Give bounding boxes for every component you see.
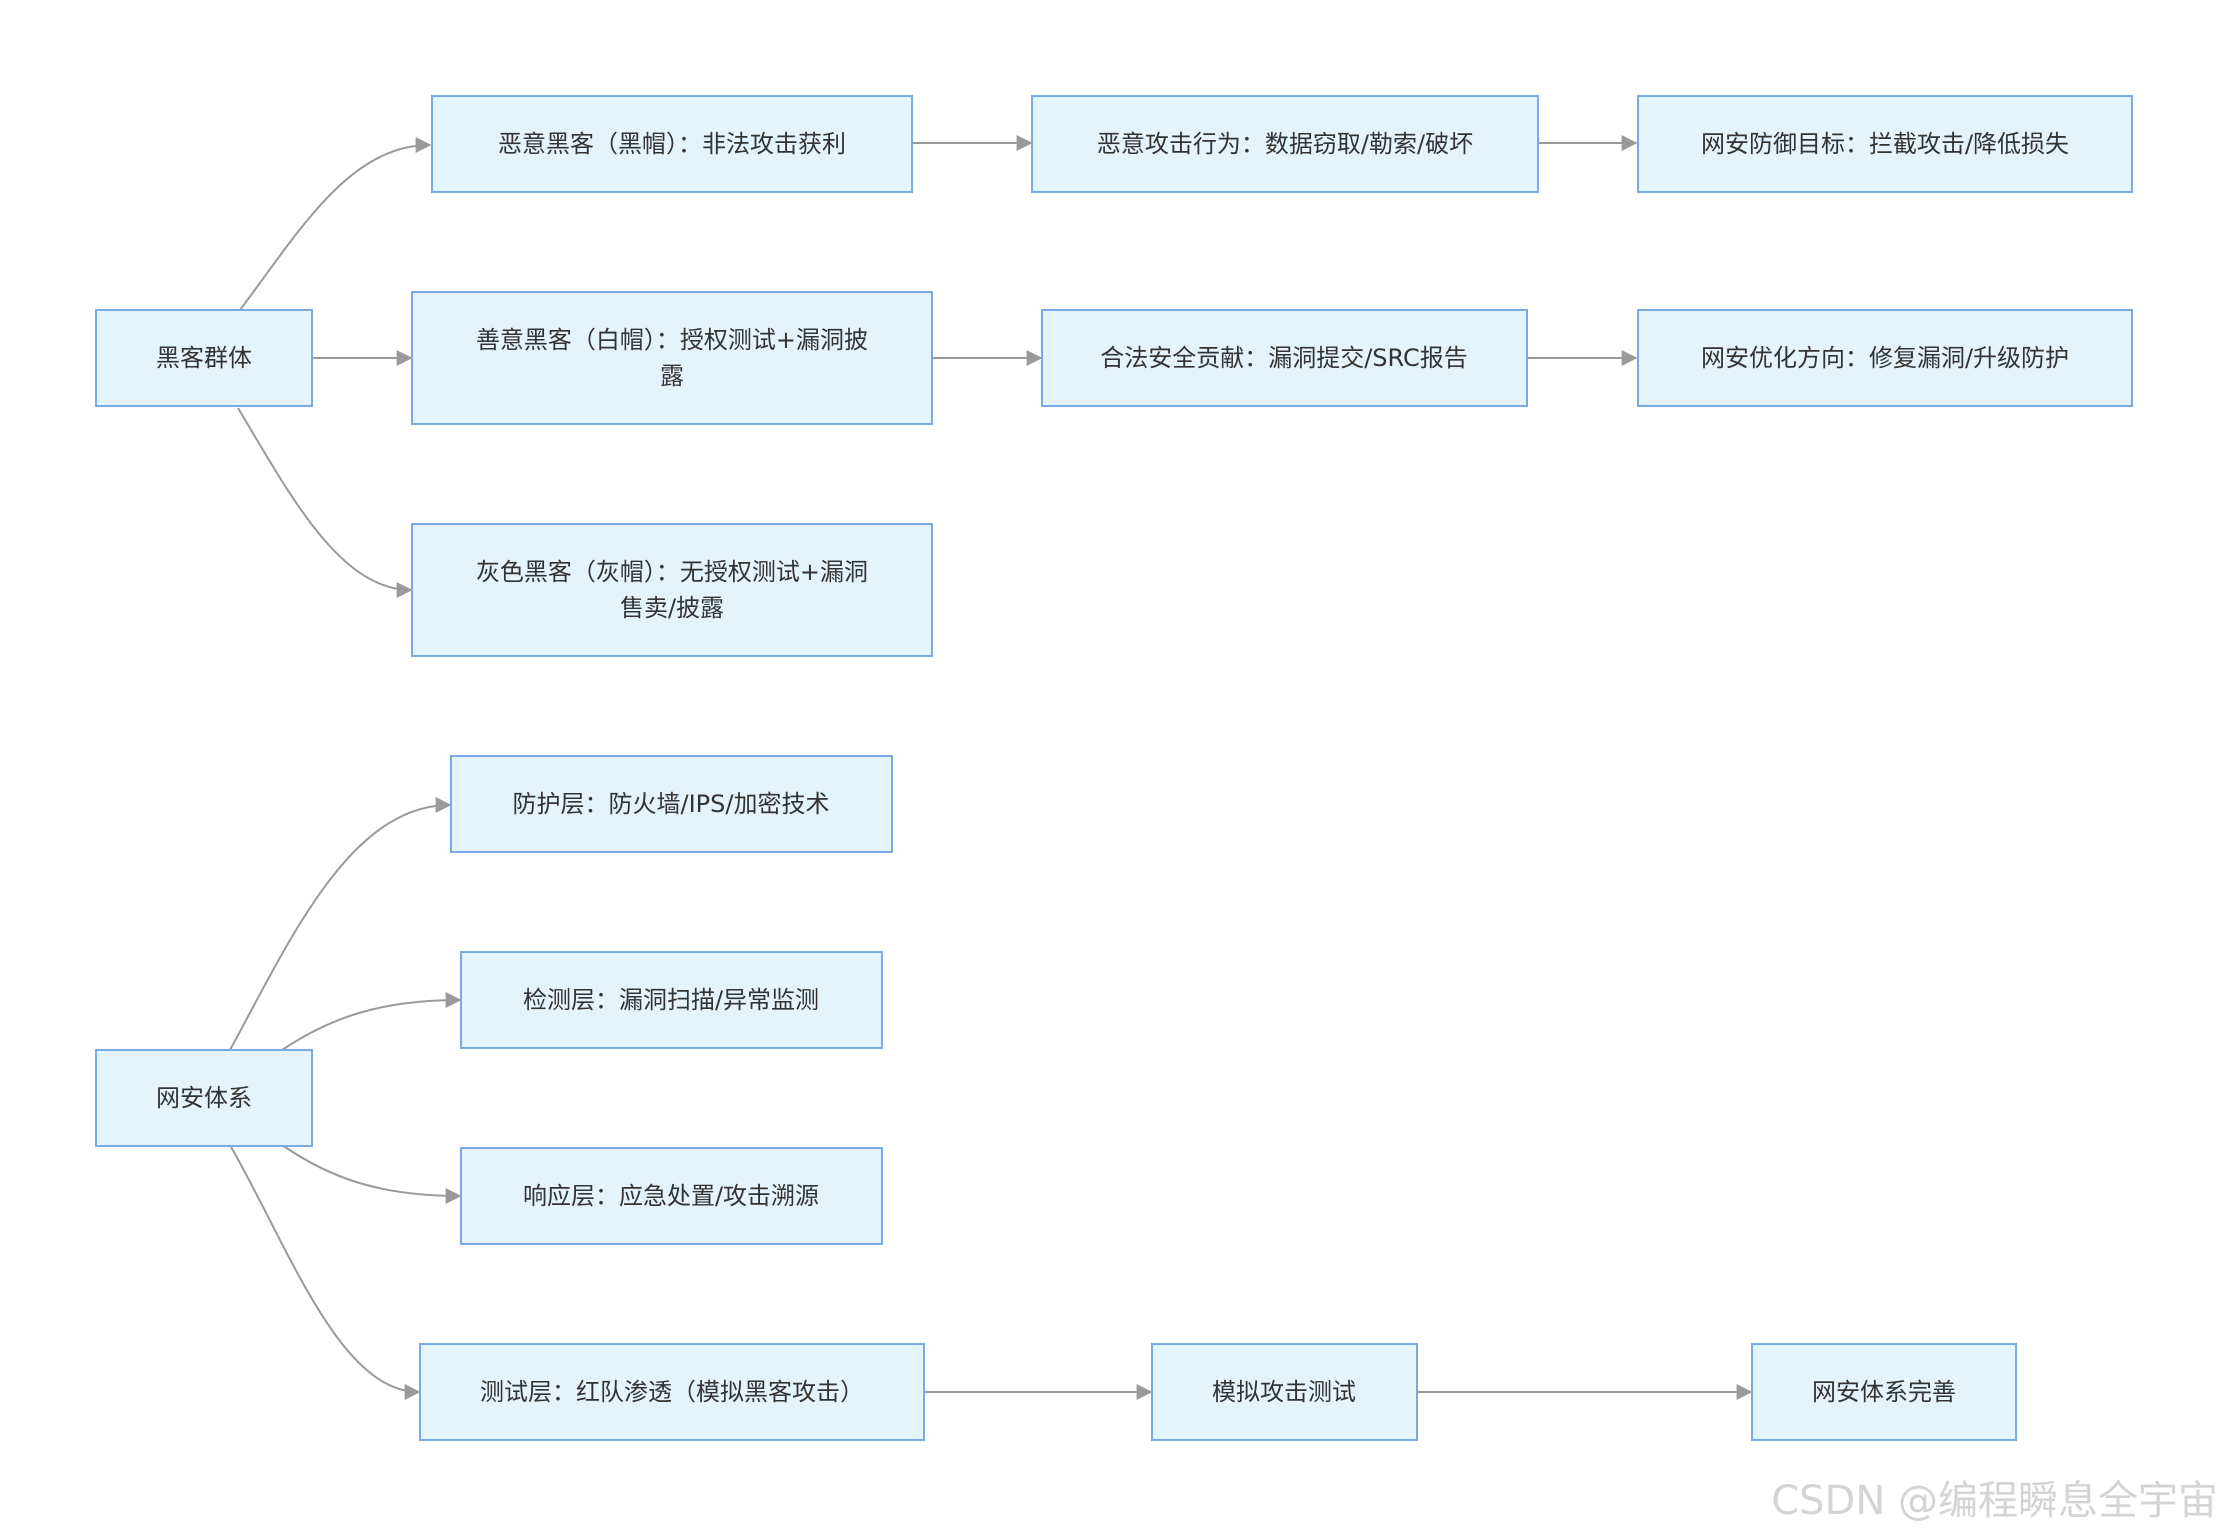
edge-hacker-to-blackhat [239,137,432,311]
node-legal-contribution-label: 合法安全贡献：漏洞提交/SRC报告 [1100,344,1468,372]
node-malicious-behavior-label: 恶意攻击行为：数据窃取/勒索/破坏 [1097,130,1473,158]
node-white-hat-label-line1: 善意黑客（白帽）：授权测试+漏洞披 [476,326,868,354]
node-hacker-group: 黑客群体 [95,309,313,407]
edge-system-to-response [281,1144,462,1204]
edges-security-section [229,797,1753,1400]
node-protection-layer: 防护层：防火墙/IPS/加密技术 [450,755,893,853]
node-gray-hat-label-line1: 灰色黑客（灰帽）：无授权测试+漏洞 [476,558,868,586]
node-legal-contribution: 合法安全贡献：漏洞提交/SRC报告 [1041,309,1528,407]
node-testing-layer: 测试层：红队渗透（模拟黑客攻击） [419,1343,925,1441]
node-protection-layer-label: 防护层：防火墙/IPS/加密技术 [513,790,830,818]
node-malicious-behavior: 恶意攻击行为：数据窃取/勒索/破坏 [1031,95,1539,193]
node-system-improve: 网安体系完善 [1751,1343,2017,1441]
node-gray-hat: 灰色黑客（灰帽）：无授权测试+漏洞 售卖/披露 [411,523,933,657]
node-defense-goal-label: 网安防御目标：拦截攻击/降低损失 [1701,130,2069,158]
node-defense-goal: 网安防御目标：拦截攻击/降低损失 [1637,95,2133,193]
edge-hacker-to-grayhat [237,407,413,598]
node-optimize-direction-label: 网安优化方向：修复漏洞/升级防护 [1701,344,2069,372]
edge-system-to-detection [281,992,462,1051]
watermark: CSDN @编程瞬息全宇宙 [1771,1478,2218,1524]
node-white-hat-label-line2: 露 [660,362,684,390]
node-response-layer: 响应层：应急处置/攻击溯源 [460,1147,883,1245]
node-detection-layer: 检测层：漏洞扫描/异常监测 [460,951,883,1049]
node-white-hat: 善意黑客（白帽）：授权测试+漏洞披 露 [411,291,933,425]
node-system-improve-label: 网安体系完善 [1812,1378,1956,1406]
edge-system-to-testing [229,1144,421,1400]
node-hacker-group-label: 黑客群体 [156,344,252,372]
node-simulated-test-label: 模拟攻击测试 [1212,1378,1356,1406]
node-detection-layer-label: 检测层：漏洞扫描/异常监测 [523,986,819,1014]
node-response-layer-label: 响应层：应急处置/攻击溯源 [523,1182,819,1210]
node-testing-layer-label: 测试层：红队渗透（模拟黑客攻击） [480,1378,864,1406]
node-simulated-test: 模拟攻击测试 [1151,1343,1418,1441]
edge-system-to-protection [229,797,452,1051]
node-black-hat-label: 恶意黑客（黑帽）：非法攻击获利 [498,130,846,158]
node-security-system: 网安体系 [95,1049,313,1147]
node-gray-hat-label-line2: 售卖/披露 [620,594,724,622]
node-black-hat: 恶意黑客（黑帽）：非法攻击获利 [431,95,913,193]
edges-hacker-section [237,135,1638,598]
node-security-system-label: 网安体系 [156,1084,252,1112]
node-optimize-direction: 网安优化方向：修复漏洞/升级防护 [1637,309,2133,407]
